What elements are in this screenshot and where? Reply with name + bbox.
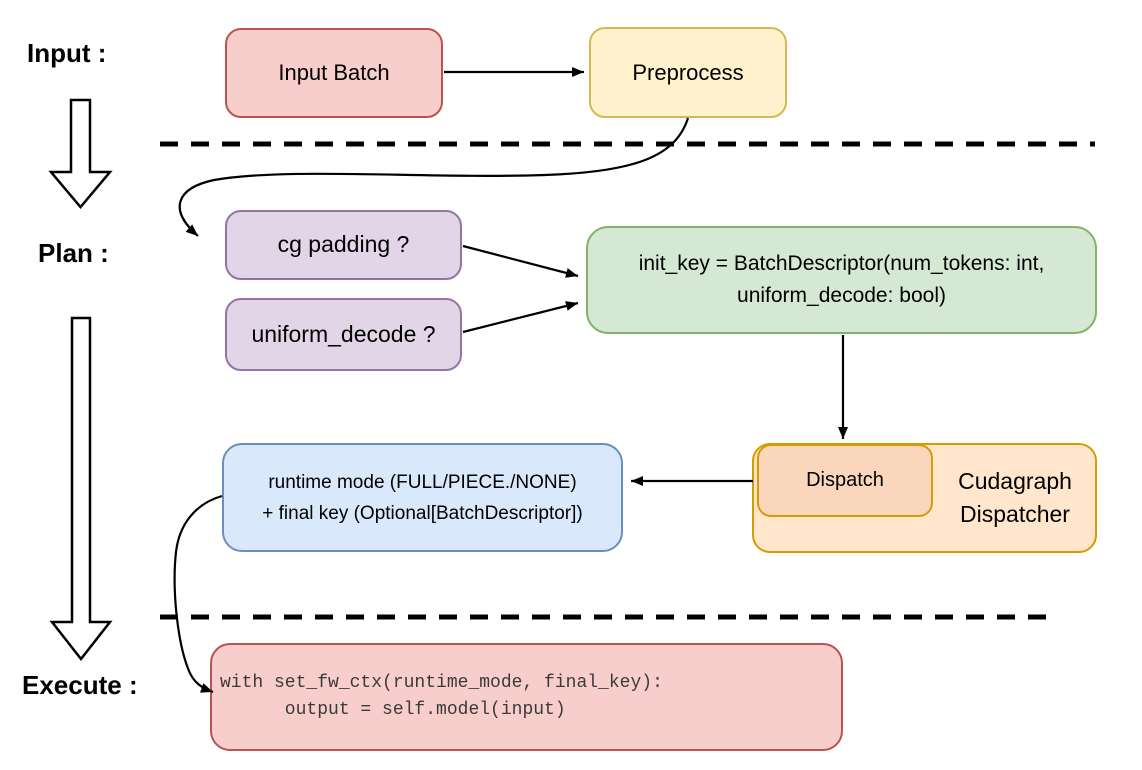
node-input-batch: Input Batch [225, 28, 443, 118]
node-runtime-mode-line2: + final key (Optional[BatchDescriptor]) [262, 502, 583, 524]
cudagraph-label-line2: Dispatcher [960, 501, 1070, 527]
node-uniform-decode-label: uniform_decode ? [251, 320, 436, 347]
hollow-arrow-input-to-plan-icon [48, 98, 113, 209]
node-uniform-decode: uniform_decode ? [225, 298, 462, 371]
node-cudagraph-dispatcher-label: Cudagraph Dispatcher [933, 443, 1097, 553]
section-label-plan: Plan : [38, 238, 109, 268]
node-cg-padding-label: cg padding ? [277, 231, 410, 258]
node-init-key-line1: init_key = BatchDescriptor(num_tokens: i… [638, 252, 1045, 275]
node-init-key-line2: uniform_decode: bool) [737, 284, 946, 307]
execute-code-line1: with set_fw_ctx(runtime_mode, final_key)… [220, 673, 663, 693]
node-preprocess-label: Preprocess [632, 59, 744, 85]
node-preprocess: Preprocess [589, 27, 787, 118]
node-init-key: init_key = BatchDescriptor(num_tokens: i… [586, 226, 1097, 334]
arrow-cg-padding-to-init-key [462, 244, 579, 278]
section-label-execute: Execute : [22, 670, 138, 700]
section-label-input: Input : [27, 38, 107, 68]
node-runtime-mode: runtime mode (FULL/PIECE./NONE) + final … [222, 443, 623, 552]
node-cg-padding: cg padding ? [225, 210, 462, 280]
cudagraph-label-line1: Cudagraph [958, 468, 1072, 494]
hollow-arrow-plan-to-execute-icon [49, 316, 113, 662]
node-input-batch-label: Input Batch [278, 60, 390, 86]
node-dispatch: Dispatch [757, 444, 933, 517]
node-runtime-mode-line1: runtime mode (FULL/PIECE./NONE) [268, 471, 577, 493]
arrow-uniform-decode-to-init-key [462, 301, 579, 334]
execute-code-line2: output = self.model(input) [220, 700, 566, 720]
node-dispatch-label: Dispatch [806, 469, 884, 491]
node-execute-code: with set_fw_ctx(runtime_mode, final_key)… [210, 643, 843, 751]
